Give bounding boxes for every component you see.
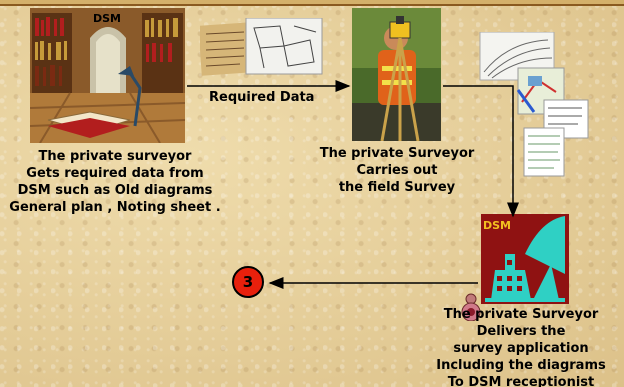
dsm-office-illustration xyxy=(481,214,569,304)
survey-maps-illustration xyxy=(478,32,590,178)
surveyor-caption: The private Surveyor Carries out the fie… xyxy=(297,145,497,196)
library-caption-line-3: DSM such as Old diagrams xyxy=(17,183,213,198)
edge-label-required-data: Required Data xyxy=(209,90,315,105)
person-icon xyxy=(461,293,481,322)
office-caption-line-2: Delivers the xyxy=(476,324,566,339)
surveyor-caption-line-3: the field Survey xyxy=(338,180,456,195)
office-caption-line-1: The private Surveyor xyxy=(443,307,599,322)
library-caption-line-1: The private surveyor xyxy=(38,149,192,164)
office-dsm-tag: DSM xyxy=(483,219,511,232)
next-step-number: 3 xyxy=(242,273,254,291)
surveyor-caption-line-2: Carries out xyxy=(356,163,438,178)
title-strip xyxy=(0,0,624,6)
office-caption-line-4: Including the diagrams xyxy=(436,358,606,373)
library-caption-line-4: General plan , Noting sheet . xyxy=(9,200,221,215)
office-caption-line-5: To DSM receptionist xyxy=(447,375,595,387)
next-step-badge: 3 xyxy=(232,266,264,298)
office-caption-line-3: survey application xyxy=(453,341,589,356)
documents-illustration xyxy=(200,18,324,76)
library-dsm-tag: DSM xyxy=(93,12,121,25)
office-caption: The private Surveyor Delivers the survey… xyxy=(418,306,624,387)
library-caption-line-2: Gets required data from xyxy=(26,166,204,181)
library-caption: The private surveyor Gets required data … xyxy=(0,148,230,216)
surveyor-illustration xyxy=(352,8,441,141)
surveyor-caption-line-1: The private Surveyor xyxy=(319,146,475,161)
arrow-surveyor-to-office xyxy=(443,85,519,218)
library-illustration xyxy=(30,8,185,143)
